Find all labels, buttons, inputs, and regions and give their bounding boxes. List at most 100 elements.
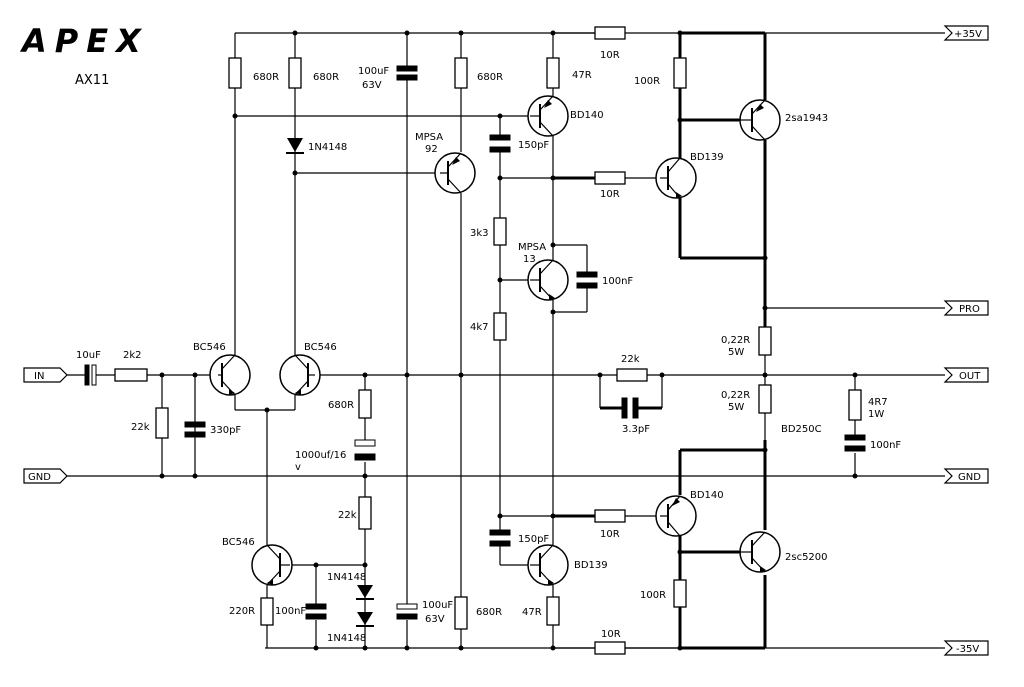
capacitor-150pf-top <box>489 134 511 153</box>
resistor-10r-driver-top <box>594 171 626 185</box>
label-bd140-bottom: BD140 <box>690 490 724 501</box>
label-bd139-bottom: BD139 <box>574 560 608 571</box>
label-1w: 1W <box>868 409 884 420</box>
resistor-22k-feedback <box>616 368 648 382</box>
label-330pf: 330pF <box>210 425 241 436</box>
label-150pf-bottom: 150pF <box>518 534 549 545</box>
label-10r-driver-top: 10R <box>600 189 620 200</box>
resistor-22k-input <box>155 407 169 439</box>
label-2sc5200: 2sc5200 <box>785 552 828 563</box>
ports: +35V -35V IN GND GND OUT PRO <box>23 25 989 656</box>
label-680r-mid: 680R <box>313 72 339 83</box>
diode-1n4148-lower <box>356 612 374 627</box>
port-gnd-right-label: GND <box>958 472 981 483</box>
transistor-bc546-bottom <box>251 544 293 586</box>
junctions <box>159 30 858 651</box>
label-100uf-bottom: 100uF <box>422 600 453 611</box>
resistor-2k2 <box>114 368 148 382</box>
resistor-220r <box>260 597 274 626</box>
resistor-022r-bottom <box>758 384 772 414</box>
label-220r: 220R <box>229 606 255 617</box>
label-100nf-zobel: 100nF <box>870 440 901 451</box>
brand-logo: APEX AX11 <box>19 22 141 88</box>
label-1n4148-a: 1N4148 <box>327 572 366 583</box>
resistor-022r-top <box>758 326 772 356</box>
capacitor-100nf-vbe <box>576 271 598 289</box>
resistor-680r-mid <box>288 57 302 89</box>
diodes <box>286 138 374 627</box>
label-mpsa92: MPSA <box>415 132 443 143</box>
label-22k-feedback: 22k <box>621 354 640 365</box>
label-680r-bottom: 680R <box>476 607 502 618</box>
resistor-4r7-zobel <box>848 389 862 421</box>
transistor-bc546-left <box>209 354 251 396</box>
label-5w-top: 5W <box>728 347 744 358</box>
capacitor-1000uf <box>354 439 376 461</box>
label-680r-feedback: 680R <box>328 400 354 411</box>
label-22k-input: 22k <box>131 422 150 433</box>
label-bc546-left: BC546 <box>193 342 226 353</box>
label-mpsa13: MPSA <box>518 242 546 253</box>
transistor-bc546-right <box>279 354 321 396</box>
label-100uf-top: 100uF <box>358 66 389 77</box>
label-1000uf: 1000uf/16 <box>295 450 346 461</box>
label-100nf-bottom: 100nF <box>275 606 306 617</box>
label-10r-driver-bottom: 10R <box>600 529 620 540</box>
port-neg-rail-label: -35V <box>956 644 979 655</box>
capacitor-100nf-zobel <box>844 434 866 452</box>
capacitor-100uf-bottom <box>396 603 418 620</box>
label-47r-bottom: 47R <box>522 607 542 618</box>
port-gnd-right: GND <box>943 468 989 484</box>
resistor-47r-bottom <box>546 596 560 626</box>
port-input: IN <box>23 367 68 383</box>
label-150pf-top: 150pF <box>518 140 549 151</box>
label-bd140-top: BD140 <box>570 110 604 121</box>
transistor-bd139-top <box>655 157 697 199</box>
resistor-10r-bottom <box>594 641 626 655</box>
label-10r-top: 10R <box>600 50 620 61</box>
model-name: AX11 <box>75 73 109 88</box>
label-bd139-top: BD139 <box>690 152 724 163</box>
transistor-bd140-top <box>527 95 569 137</box>
label-1000uf-v: v <box>295 462 301 473</box>
port-protection: PRO <box>943 300 989 316</box>
label-10r-bottom: 10R <box>601 629 621 640</box>
resistor-680r-left <box>228 57 242 89</box>
resistor-22k-ccs <box>358 496 372 530</box>
resistor-4k7 <box>493 312 507 341</box>
label-100nf-vbe: 100nF <box>602 276 633 287</box>
resistor-100r-bottom <box>673 579 687 608</box>
label-mpsa13-num: 13 <box>523 254 536 265</box>
diode-1n4148-top <box>286 138 304 154</box>
capacitor-150pf-bottom <box>489 529 511 547</box>
resistor-10r-top <box>594 26 626 40</box>
resistor-10r-driver-bottom <box>594 509 626 523</box>
port-output-label: OUT <box>959 371 981 382</box>
transistor-bd140-bottom <box>655 495 697 537</box>
label-680r-vas: 680R <box>477 72 503 83</box>
port-gnd-left: GND <box>23 468 68 484</box>
label-bd250c: BD250C <box>781 424 822 435</box>
transistors <box>209 95 781 586</box>
resistors <box>114 26 862 655</box>
resistor-100r-top <box>673 57 687 89</box>
port-gnd-left-label: GND <box>28 472 51 483</box>
label-bc546-right: BC546 <box>304 342 337 353</box>
wiring <box>67 31 945 650</box>
label-1n4148-b: 1N4148 <box>327 633 366 644</box>
resistor-680r-bottom <box>454 596 468 630</box>
capacitors <box>84 65 866 620</box>
resistor-3k3 <box>493 217 507 246</box>
resistor-680r-vas <box>454 57 468 89</box>
capacitor-3p3pf <box>621 397 639 419</box>
port-input-label: IN <box>34 371 44 382</box>
label-3p3pf: 3.3pF <box>622 424 650 435</box>
label-mpsa92-num: 92 <box>425 144 438 155</box>
label-680r-left: 680R <box>253 72 279 83</box>
label-63v-top: 63V <box>362 80 382 91</box>
label-bc546-bottom: BC546 <box>222 537 255 548</box>
resistor-680r-feedback <box>358 389 372 419</box>
label-1n4148-top: 1N4148 <box>308 142 347 153</box>
label-22k-ccs: 22k <box>338 510 357 521</box>
